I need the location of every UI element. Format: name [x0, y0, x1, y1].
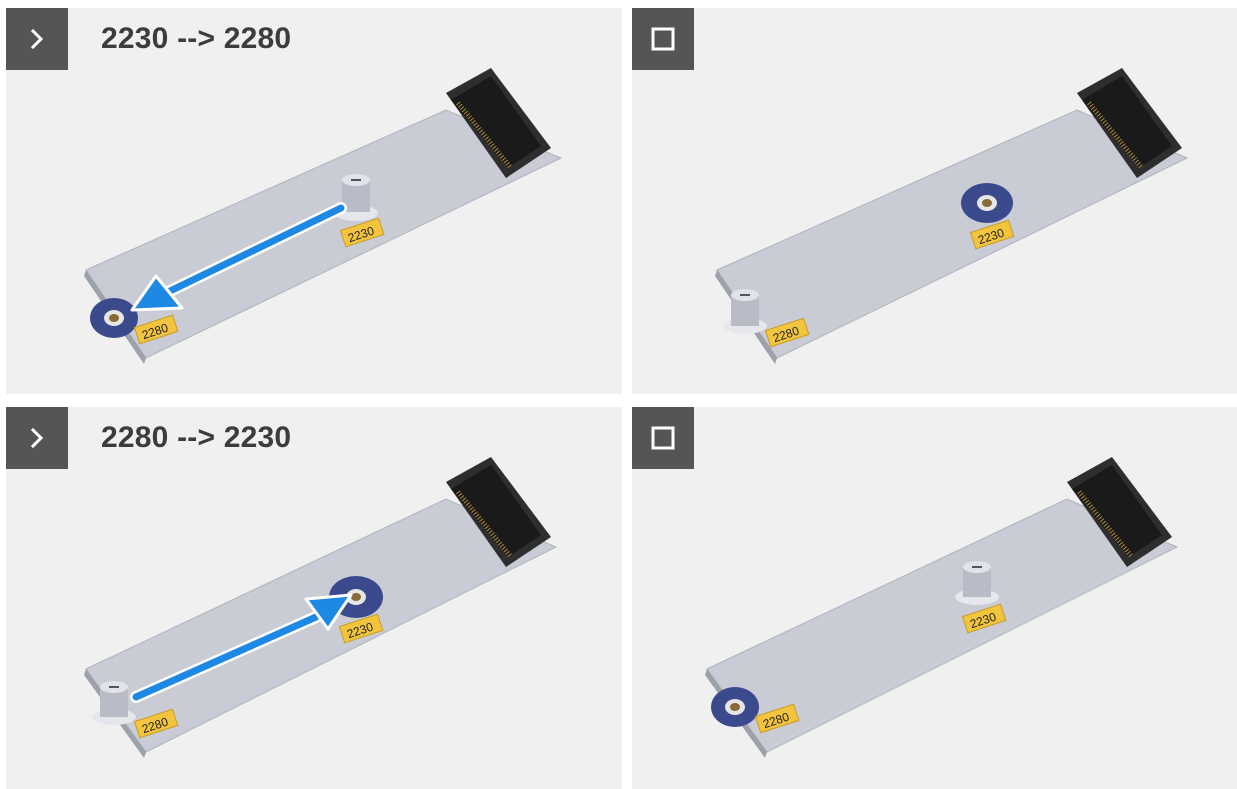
m2-board-illustration: 2230 2280: [632, 8, 1237, 394]
m2-board-illustration: 2230 2280: [632, 407, 1237, 789]
m2-board-illustration: 2230 2280: [6, 8, 622, 394]
step-panel-2280-to-2230: 2280 --> 2230 2230 2280: [6, 407, 622, 789]
screw-hole-2280: [711, 687, 759, 727]
screw-hole-2230: [961, 183, 1013, 223]
screw-hole-2280: [90, 298, 138, 338]
m2-board-illustration: 2230 2280: [6, 407, 622, 789]
step-panel-2230-to-2280: 2230 --> 2280 2230 2280: [6, 8, 622, 394]
step-panel-result-2230: 2230 2280: [632, 407, 1237, 789]
step-panel-result-2280: 2230 2280: [632, 8, 1237, 394]
